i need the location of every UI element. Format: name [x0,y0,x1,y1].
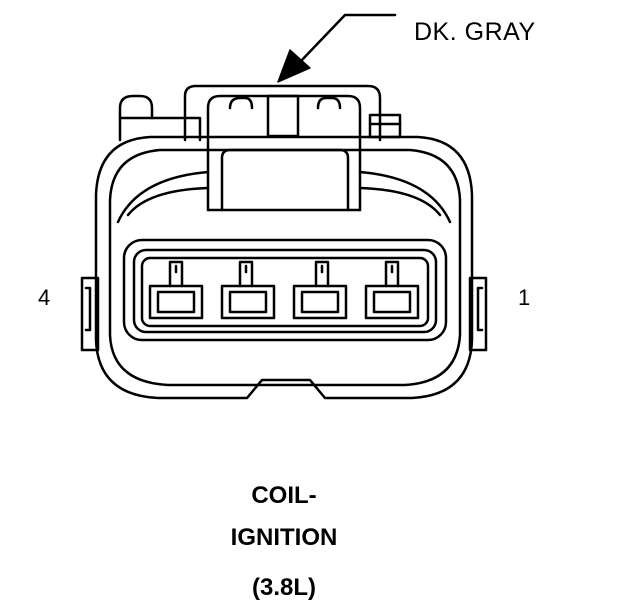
caption-line-1: COIL- [251,482,317,509]
caption-line-3: (3.8L) [251,574,316,601]
callout-arrow-icon [277,13,397,83]
caption-line-2: IGNITION [230,524,338,551]
ignition-coil-connector-face-icon [80,84,488,400]
pin-number-left: 4 [38,285,51,310]
wire-color-label: DK. GRAY [414,18,536,46]
pin-number-right: 1 [518,285,531,310]
